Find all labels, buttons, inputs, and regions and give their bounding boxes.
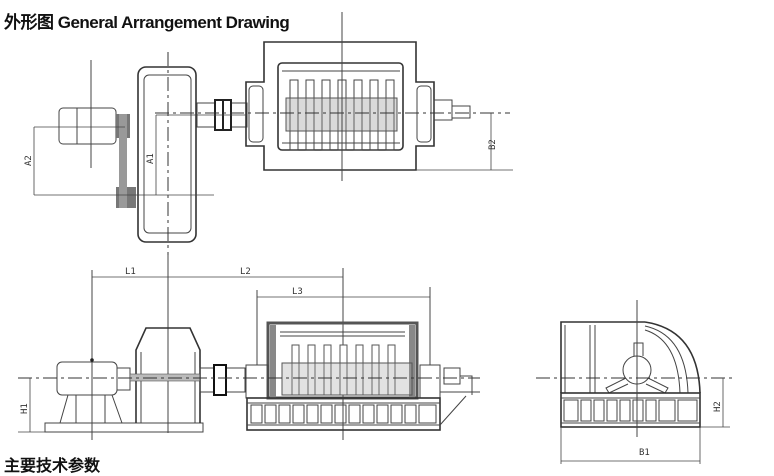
dim-label-a1: A1 — [146, 153, 156, 164]
dim-label-l3: L3 — [292, 287, 303, 297]
dim-label-l2: L2 — [240, 267, 251, 277]
end-frame — [560, 392, 701, 428]
technical-parameters-heading: 主要技术参数 — [4, 458, 101, 475]
drawing-title: 外形图 General Arrangement Drawing — [4, 13, 290, 32]
end-frame-cells — [563, 399, 698, 422]
motor-top — [58, 107, 117, 145]
dim-label-b1: B1 — [639, 448, 650, 458]
dim-label-b2: B2 — [488, 139, 498, 150]
gearbox-top — [137, 66, 197, 243]
coupling-side — [213, 364, 227, 396]
end-cover-arc — [644, 321, 701, 394]
top-view: B2 A2 A1 — [24, 12, 513, 262]
frame-base — [246, 397, 441, 431]
base-plate — [44, 422, 204, 433]
end-view: H2 B1 — [536, 300, 732, 464]
side-view: L1 L2 L3 — [18, 255, 480, 440]
dim-label-l1: L1 — [125, 267, 136, 277]
gearbox-side — [135, 327, 201, 423]
general-arrangement-drawing: B2 A2 A1 L1 L2 L3 — [18, 12, 732, 464]
dim-label-h1: H1 — [20, 403, 30, 414]
dim-label-h2: H2 — [713, 401, 723, 412]
belt — [119, 114, 127, 208]
dim-label-a2: A2 — [24, 155, 34, 166]
frame-cells — [250, 404, 437, 424]
